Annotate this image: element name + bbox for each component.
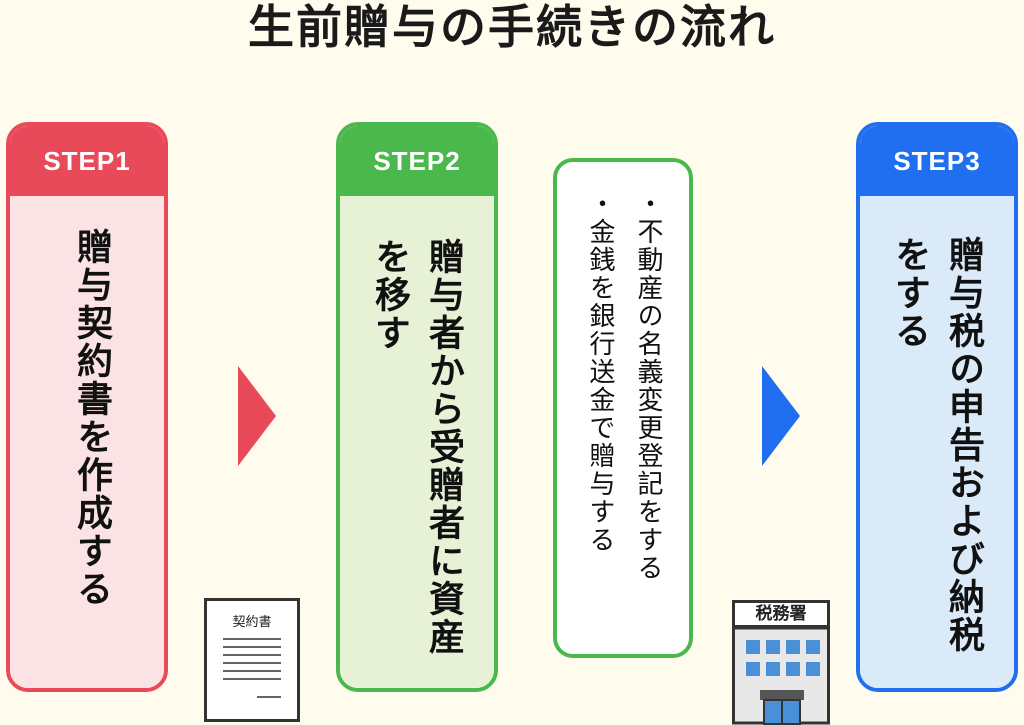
step-2-card: STEP2 贈与者から受贈者に資産を移す xyxy=(336,122,498,692)
method-bubble: ・不動産の名義変更登記をする ・金銭を銀行送金で贈与する xyxy=(553,158,693,658)
arrow-right-icon xyxy=(762,366,800,466)
step-3-body: 贈与税の申告および納税をする xyxy=(860,196,1014,688)
step-1-card: STEP1 贈与契約書を作成する xyxy=(6,122,168,692)
bubble-item-1: ・不動産の名義変更登記をする xyxy=(633,190,663,582)
bullet-icon: ・ xyxy=(633,190,663,218)
step-3-text: 贈与税の申告および納税をする xyxy=(889,236,984,654)
tax-office-building-icon: 税務署 xyxy=(732,600,830,725)
bullet-icon: ・ xyxy=(585,190,615,218)
step-3-label: STEP3 xyxy=(860,126,1014,196)
step-3-card: STEP3 贈与税の申告および納税をする xyxy=(856,122,1018,692)
step-2-text: 贈与者から受贈者に資産を移す xyxy=(369,238,464,656)
arrow-right-icon xyxy=(238,366,276,466)
contract-label: 契約書 xyxy=(232,615,272,630)
step-1-text: 贈与契約書を作成する xyxy=(71,228,112,608)
step-1-label: STEP1 xyxy=(10,126,164,196)
tax-office-label: 税務署 xyxy=(732,600,830,628)
bubble-item-2: ・金銭を銀行送金で贈与する xyxy=(585,190,615,554)
step-2-label: STEP2 xyxy=(340,126,494,196)
page-title: 生前贈与の手続きの流れ xyxy=(248,0,776,54)
step-2-body: 贈与者から受贈者に資産を移す xyxy=(340,196,494,688)
contract-document-icon: 契約書 xyxy=(204,598,300,722)
step-1-body: 贈与契約書を作成する xyxy=(10,196,164,688)
